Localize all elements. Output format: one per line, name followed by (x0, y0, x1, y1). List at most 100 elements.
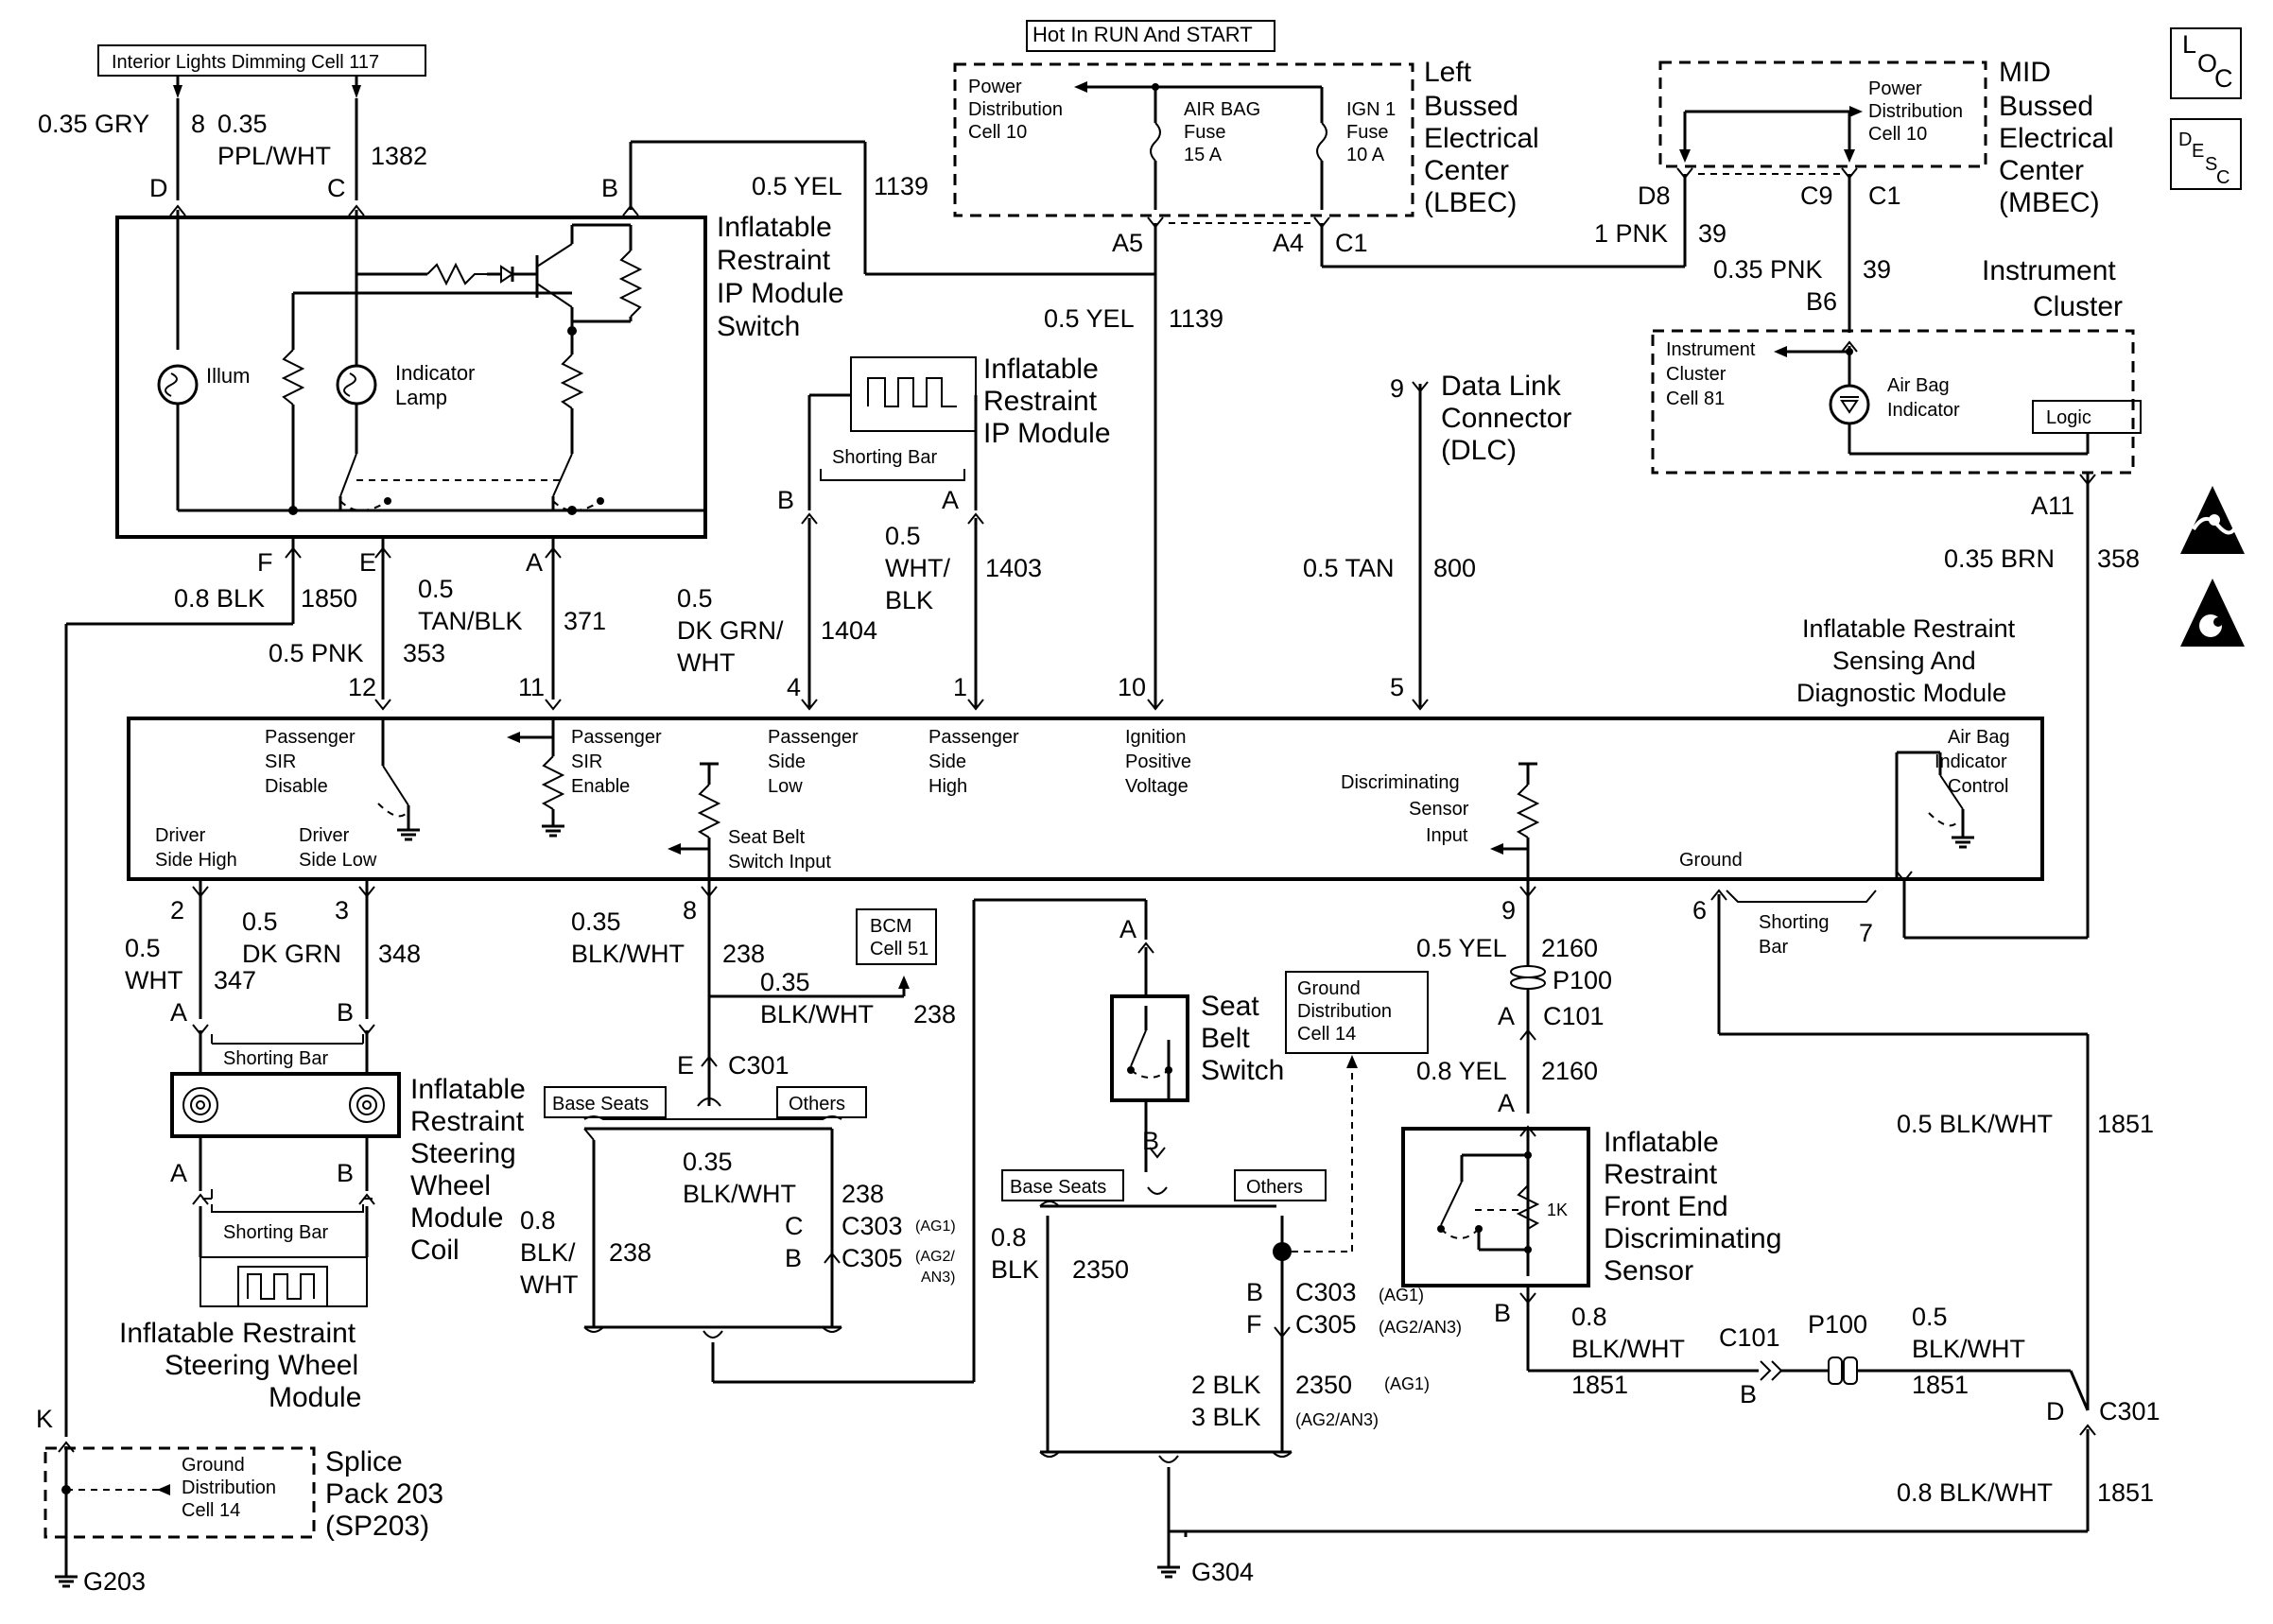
schematic-label: 1382 (371, 142, 427, 170)
indicator-lamp-icon (336, 364, 377, 406)
loc-icon[interactable]: L O C (2170, 27, 2242, 99)
schematic-label: Shorting Bar (832, 447, 938, 468)
schematic-label: Others (789, 1094, 845, 1114)
schematic-label: A (1119, 915, 1136, 943)
schematic-label: 0.8 (520, 1206, 556, 1235)
schematic-label: 800 (1433, 554, 1476, 582)
desc-icon[interactable]: D E S C (2170, 118, 2242, 190)
schematic-label: 0.35 BRN (1944, 544, 2055, 573)
schematic-label: C (2216, 167, 2230, 188)
schematic-label: 353 (403, 639, 445, 667)
esd-warning-icon (2180, 486, 2245, 554)
schematic-label: 371 (564, 607, 606, 635)
schematic-label: (MBEC) (1999, 187, 2100, 218)
schematic-label: 0.5 YEL (752, 172, 842, 200)
schematic-label: Restraint (983, 386, 1098, 417)
p100-connector-icon (1510, 965, 1546, 978)
schematic-label: Side (768, 752, 806, 772)
airbag-fuse-icon (1150, 122, 1161, 162)
schematic-label: IP Module (717, 278, 844, 309)
schematic-label: Low (768, 776, 803, 797)
schematic-label: Lamp (395, 386, 447, 409)
schematic-label: 3 (335, 896, 349, 924)
schematic-label: 0.5 (885, 522, 921, 550)
schematic-label: 0.8 BLK (174, 584, 265, 613)
schematic-label: Cell 10 (968, 122, 1027, 143)
schematic-label: 0.35 (683, 1148, 733, 1176)
schematic-label: 1851 (2097, 1478, 2154, 1507)
schematic-label: Control (1948, 776, 2008, 797)
schematic-label: F (257, 548, 273, 577)
schematic-label: 12 (348, 673, 376, 701)
schematic-label: O (2197, 49, 2217, 78)
schematic-label: Inflatable Restraint (119, 1318, 356, 1349)
schematic-label: Indicator (395, 361, 475, 385)
lbec-box (953, 62, 1414, 217)
schematic-label: 238 (609, 1238, 651, 1267)
schematic-label: Cluster (2033, 291, 2123, 322)
schematic-label: IP Module (983, 418, 1111, 449)
schematic-label: Ground (1297, 978, 1361, 999)
schematic-label: B (1740, 1380, 1757, 1408)
schematic-label: 1850 (301, 584, 357, 613)
schematic-label: 0.5 (1912, 1303, 1948, 1331)
schematic-label: C303 (1295, 1278, 1357, 1306)
schematic-label: Distribution (182, 1477, 276, 1498)
schematic-label: Switch (1201, 1055, 1284, 1086)
schematic-label: Inflatable (983, 354, 1099, 385)
schematic-label: D (2178, 130, 2192, 150)
schematic-label: Enable (571, 776, 630, 797)
schematic-label: 1139 (1169, 304, 1223, 333)
schematic-label: 238 (842, 1180, 884, 1208)
schematic-label: Left (1424, 57, 1472, 88)
schematic-label: A (942, 486, 959, 514)
schematic-label: Steering Wheel (165, 1350, 358, 1381)
schematic-label: 2 (170, 896, 184, 924)
schematic-label: (AG2/ (915, 1249, 955, 1265)
schematic-label: B (1142, 1127, 1159, 1155)
schematic-label: Sensor (1604, 1255, 1693, 1287)
schematic-label: 2 BLK (1191, 1371, 1261, 1399)
schematic-label: Driver (155, 825, 206, 846)
schematic-label: B (1494, 1299, 1511, 1327)
schematic-label: Distribution (968, 99, 1063, 120)
base-seats-label-1 (544, 1086, 667, 1118)
sw-module-box (200, 1256, 368, 1307)
schematic-label: 0.8 YEL (1416, 1057, 1507, 1085)
schematic-label: C1 (1335, 229, 1368, 257)
schematic-label: C101 (1543, 1002, 1605, 1030)
sdm-module-box (127, 717, 2044, 881)
schematic-label: A (526, 548, 543, 577)
airbag-indicator-lamp-icon (1829, 384, 1870, 425)
schematic-label: Indicator (1887, 400, 1960, 421)
schematic-label: 0.5 YEL (1416, 934, 1507, 962)
mbec-box (1658, 60, 1987, 168)
schematic-label: G304 (1191, 1558, 1254, 1586)
schematic-label: TAN/BLK (418, 607, 523, 635)
schematic-label: C (2214, 64, 2233, 93)
schematic-label: PPL/WHT (217, 142, 331, 170)
schematic-label: WHT (677, 648, 735, 677)
schematic-label: Cell 14 (1297, 1024, 1356, 1045)
schematic-label: Logic (2046, 407, 2091, 428)
schematic-label: A11 (2031, 492, 2074, 520)
schematic-label: 0.5 YEL (1044, 304, 1135, 333)
schematic-label: (AG1) (1384, 1374, 1430, 1393)
schematic-label: 0.35 (217, 110, 268, 138)
schematic-label: Side Low (299, 850, 377, 871)
schematic-label: Shorting (1759, 912, 1830, 933)
schematic-label: A (170, 998, 187, 1027)
schematic-label: A (1498, 1089, 1515, 1117)
schematic-label: Wheel (410, 1170, 491, 1201)
schematic-label: B (337, 1159, 354, 1187)
schematic-label: Data Link (1441, 371, 1562, 402)
schematic-label: 6 (1692, 896, 1707, 924)
schematic-label: Belt (1201, 1023, 1250, 1054)
schematic-label: C1 (1868, 181, 1901, 210)
schematic-label: Voltage (1125, 776, 1189, 797)
schematic-label: Discriminating (1341, 772, 1460, 793)
schematic-label: Switch Input (728, 852, 831, 872)
schematic-label: 0.5 BLK/WHT (1897, 1110, 2053, 1138)
schematic-label: 347 (214, 966, 256, 994)
schematic-label: Restraint (1604, 1159, 1718, 1190)
